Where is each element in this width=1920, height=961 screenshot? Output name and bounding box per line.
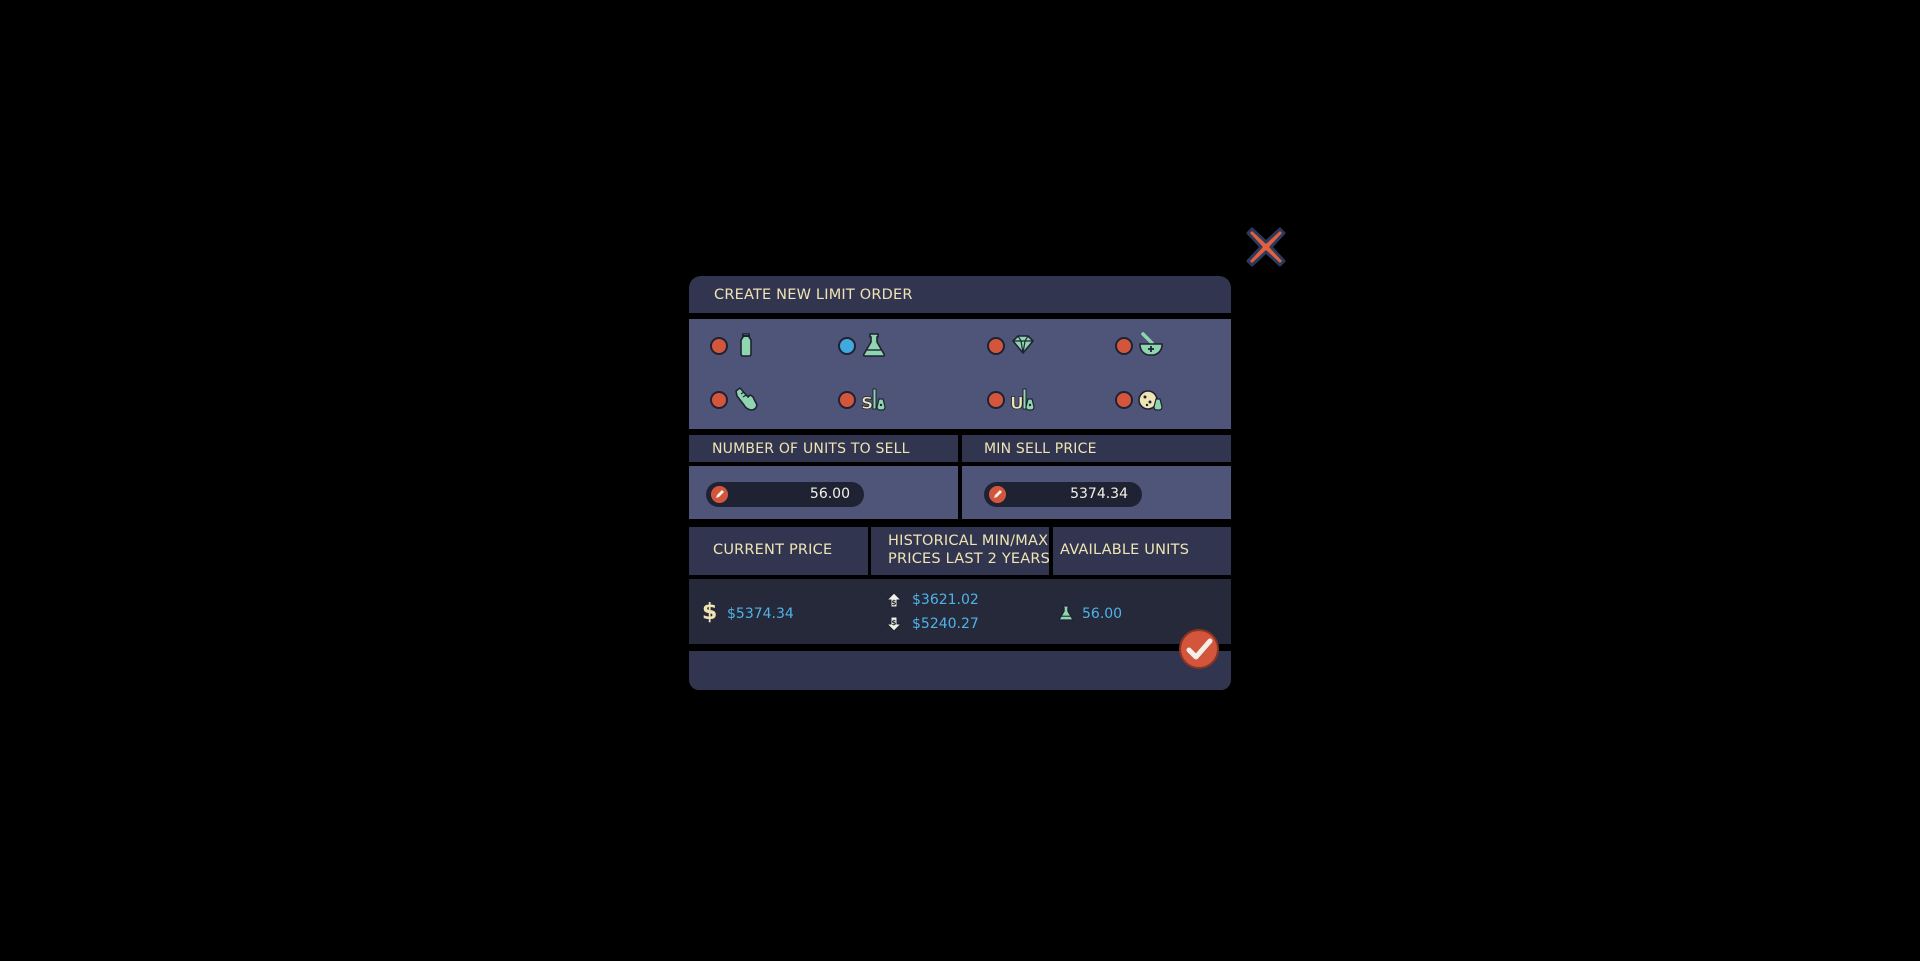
units-header: NUMBER OF UNITS TO SELL	[689, 435, 958, 462]
current-price-label: CURRENT PRICE	[713, 542, 833, 558]
asset-radio[interactable]	[987, 337, 1005, 355]
price-label: MIN SELL PRICE	[984, 441, 1097, 457]
asset-radio[interactable]	[838, 337, 856, 355]
dialog-title: CREATE NEW LIMIT ORDER	[714, 287, 913, 303]
checkmark-icon	[1179, 629, 1219, 669]
available-units-label: AVAILABLE UNITS	[1060, 542, 1190, 558]
asset-option-vase[interactable]	[710, 331, 770, 361]
confirm-button[interactable]	[1177, 627, 1221, 671]
asset-option-diamond[interactable]	[987, 331, 1047, 361]
asset-radio[interactable]	[987, 391, 1005, 409]
price-header: MIN SELL PRICE	[962, 435, 1231, 462]
min-price-input[interactable]: 5374.34	[984, 482, 1142, 507]
flask-icon	[862, 333, 886, 357]
flask-icon	[1058, 605, 1074, 621]
close-button[interactable]	[1240, 221, 1292, 273]
max-price-icon: $	[886, 592, 902, 608]
limit-order-dialog: CREATE NEW LIMIT ORDER	[689, 276, 1231, 690]
min-price-value: 5374.34	[1070, 486, 1128, 502]
asset-radio[interactable]	[710, 391, 728, 409]
svg-text:$: $	[892, 619, 897, 627]
mortar-pestle-icon	[1139, 332, 1163, 356]
dialog-header: CREATE NEW LIMIT ORDER	[689, 276, 1231, 313]
historical-min-value: $5240.27	[912, 616, 979, 632]
uranium-icon: U	[1010, 388, 1035, 413]
units-label: NUMBER OF UNITS TO SELL	[712, 441, 910, 457]
svg-text:S: S	[861, 394, 873, 413]
current-price-header: CURRENT PRICE	[689, 527, 868, 575]
historical-header: HISTORICAL MIN/MAX PRICES LAST 2 YEARS	[871, 527, 1051, 575]
cookie-icon	[1138, 390, 1163, 411]
available-units-value: 56.00	[1082, 606, 1123, 622]
dollar-icon: $	[702, 600, 716, 623]
asset-selector: S U	[689, 319, 1231, 429]
vase-icon	[740, 333, 752, 357]
units-input[interactable]: 56.00	[706, 482, 864, 507]
available-units-header: AVAILABLE UNITS	[1053, 527, 1231, 575]
historical-label-line1: HISTORICAL MIN/MAX	[888, 533, 1049, 549]
silver-icon: S	[861, 388, 886, 413]
asset-radio[interactable]	[838, 391, 856, 409]
historical-max-value: $3621.02	[912, 592, 979, 608]
pencil-icon	[989, 486, 1006, 503]
units-input-area: 56.00	[689, 466, 958, 519]
asset-option-silver[interactable]: S	[838, 385, 898, 415]
current-price-value: $5374.34	[727, 606, 794, 622]
asset-option-mortar[interactable]	[1115, 331, 1175, 361]
min-price-icon: $	[886, 616, 902, 632]
diamond-icon	[1012, 335, 1034, 354]
asset-option-hand[interactable]	[710, 385, 770, 415]
price-input-area: 5374.34	[962, 466, 1231, 519]
asset-radio[interactable]	[710, 337, 728, 355]
close-icon	[1246, 227, 1286, 267]
svg-text:$: $	[892, 599, 897, 607]
asset-radio[interactable]	[1115, 391, 1133, 409]
asset-option-uranium[interactable]: U	[987, 385, 1047, 415]
stats-values: $ $5374.34 $ $3621.02 $ $5240.27 56.00	[689, 579, 1231, 644]
dialog-footer	[689, 651, 1231, 690]
historical-label-line2: PRICES LAST 2 YEARS	[888, 551, 1051, 567]
units-value: 56.00	[809, 486, 850, 502]
svg-text:U: U	[1010, 394, 1024, 413]
hand-icon	[735, 387, 758, 411]
asset-option-flask[interactable]	[838, 331, 898, 361]
svg-text:$: $	[702, 600, 716, 623]
asset-option-cookie[interactable]	[1115, 385, 1175, 415]
asset-radio[interactable]	[1115, 337, 1133, 355]
pencil-icon	[711, 486, 728, 503]
